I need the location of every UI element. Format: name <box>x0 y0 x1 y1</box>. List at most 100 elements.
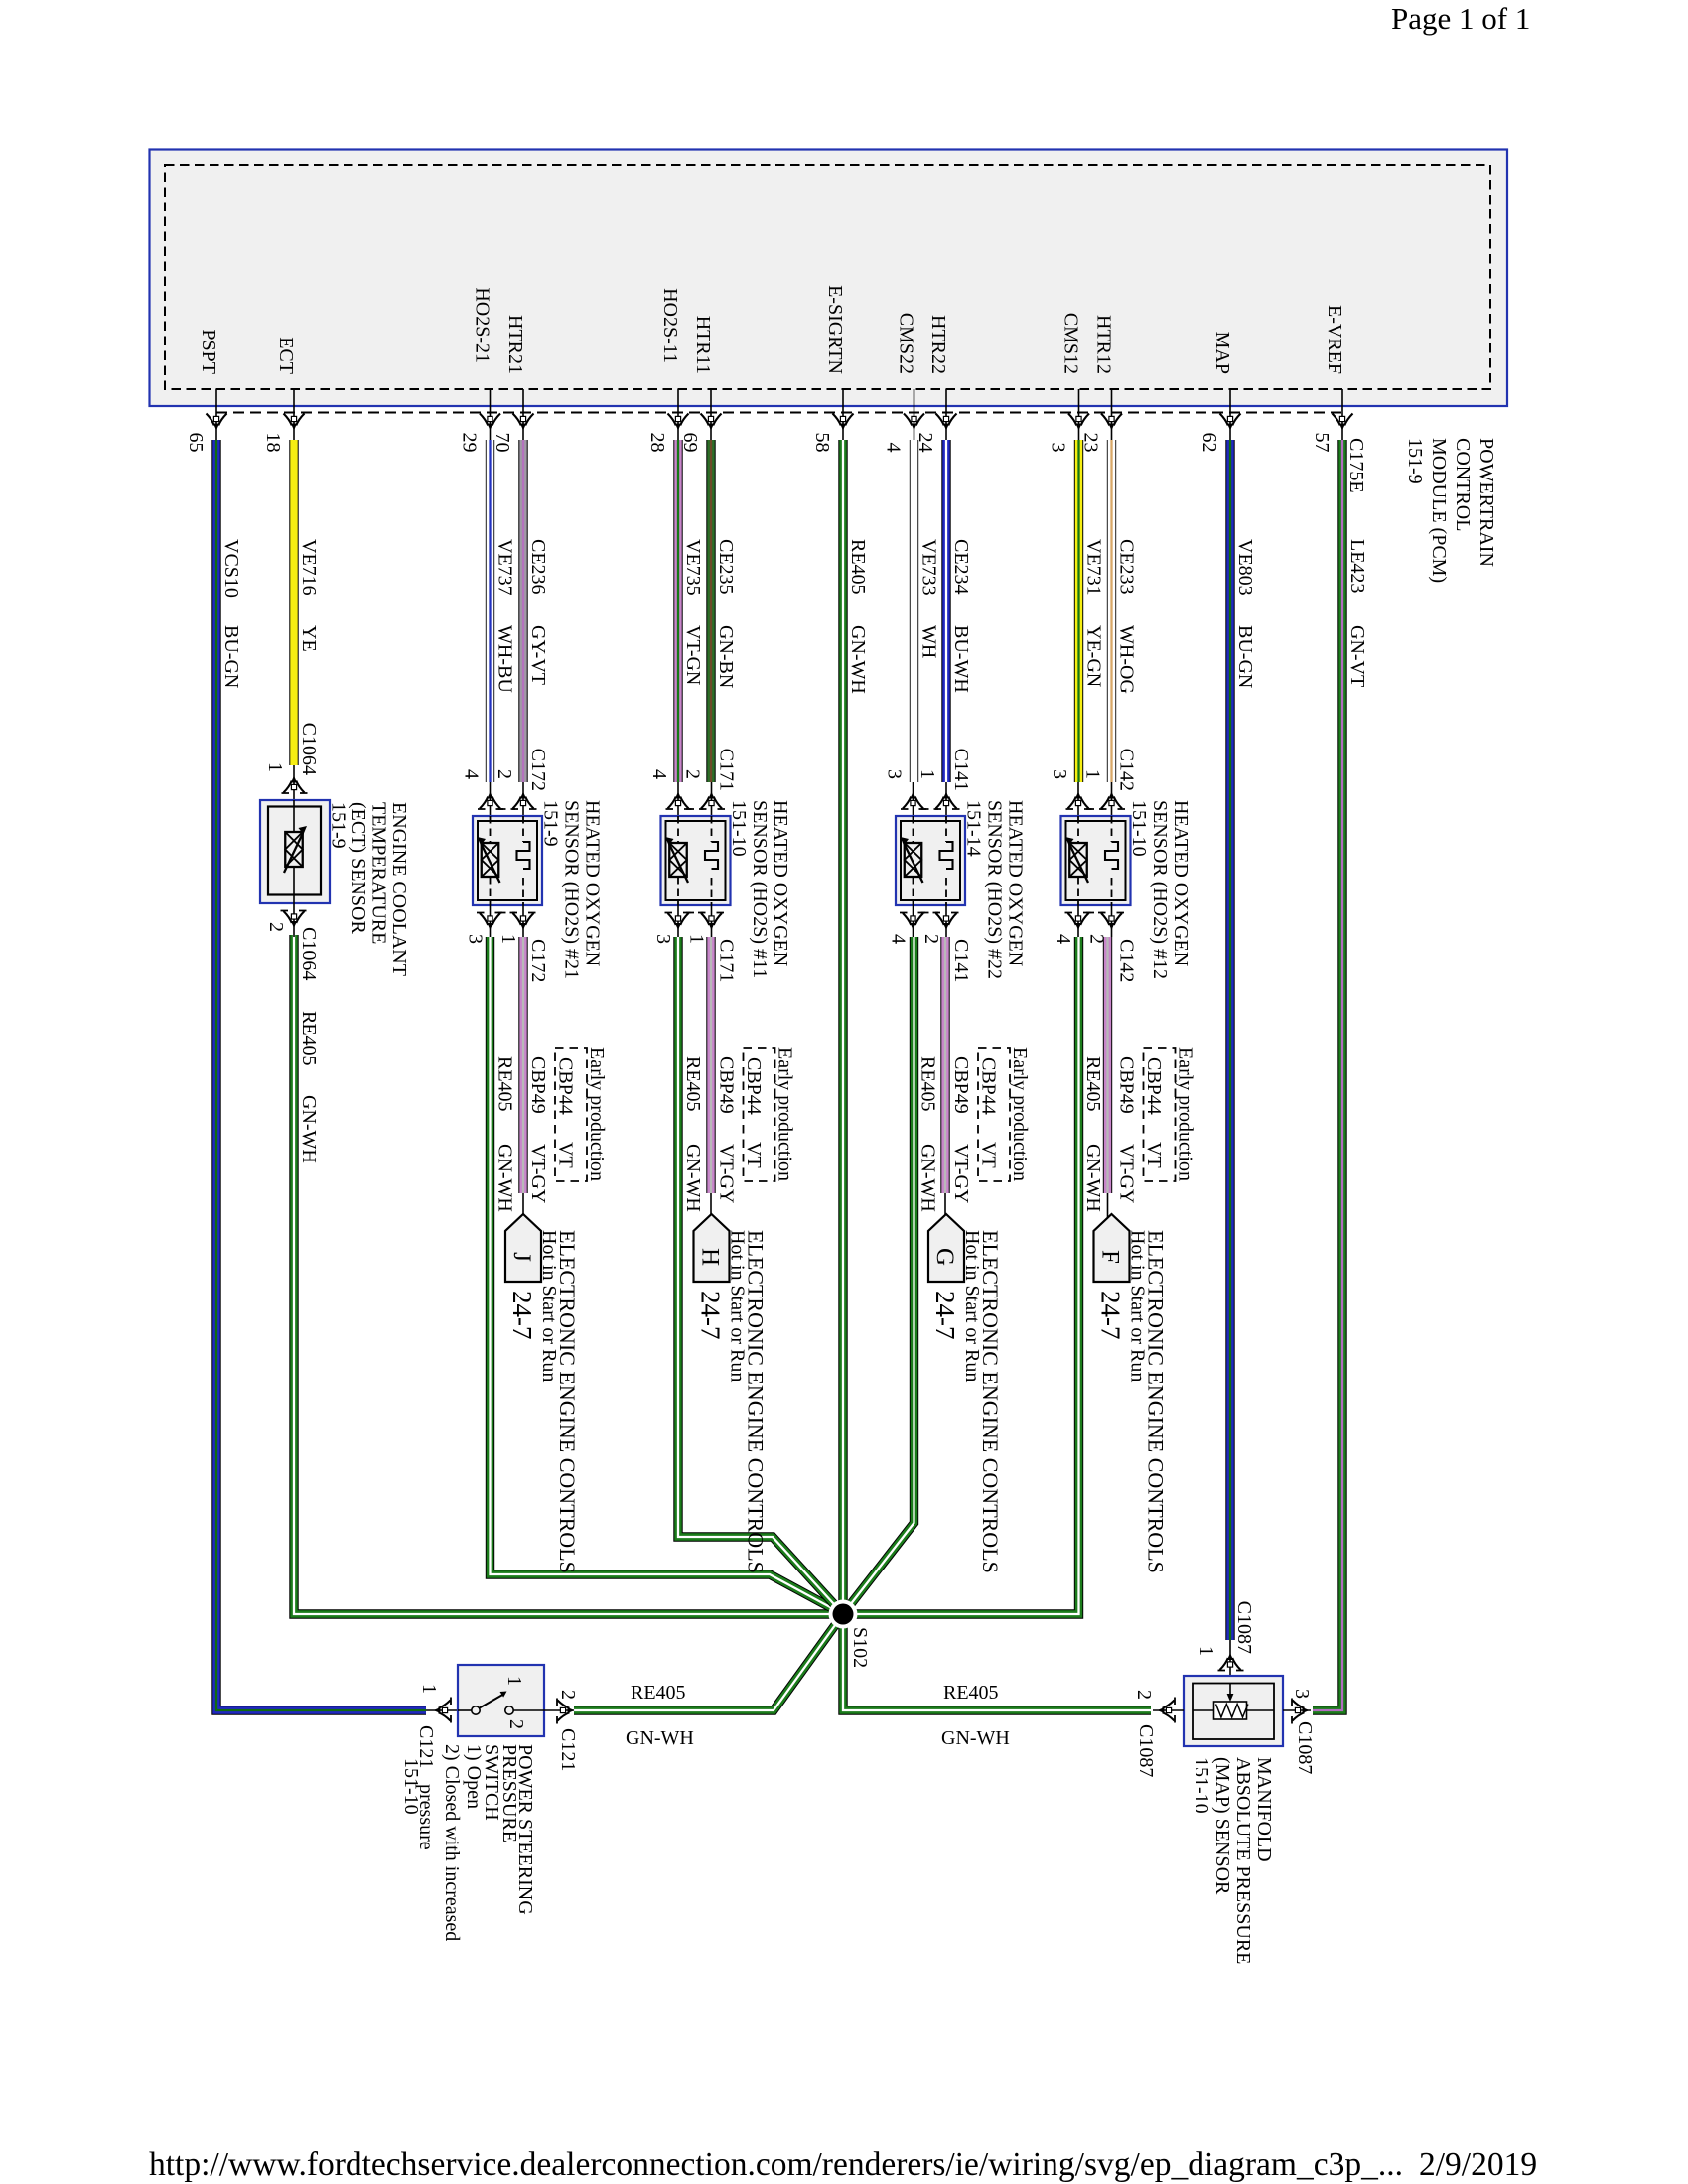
svg-text:151-10: 151-10 <box>728 800 750 857</box>
svg-text:151-9: 151-9 <box>328 802 350 849</box>
svg-text:C1087: C1087 <box>1294 1721 1316 1774</box>
svg-text:VCS10: VCS10 <box>220 539 242 598</box>
svg-text:151-10: 151-10 <box>400 1758 422 1815</box>
svg-text:VT: VT <box>555 1142 577 1168</box>
svg-text:Hot in Start or Run: Hot in Start or Run <box>727 1230 749 1382</box>
svg-text:Hot in Start or Run: Hot in Start or Run <box>538 1230 560 1382</box>
svg-text:ECT: ECT <box>275 337 297 374</box>
svg-text:CBP49: CBP49 <box>950 1056 972 1114</box>
svg-text:23: 23 <box>1080 433 1102 453</box>
svg-text:RE405: RE405 <box>917 1056 939 1112</box>
svg-text:WH-BU: WH-BU <box>494 625 516 693</box>
svg-text:HO2S-21: HO2S-21 <box>472 287 493 363</box>
svg-text:Page 1 of 1: Page 1 of 1 <box>1391 1 1530 36</box>
svg-text:4: 4 <box>461 769 483 779</box>
svg-text:VT-GY: VT-GY <box>950 1144 972 1203</box>
svg-text:CBP44: CBP44 <box>555 1057 577 1115</box>
svg-text:151-9: 151-9 <box>1404 438 1426 484</box>
svg-text:MODULE (PCM): MODULE (PCM) <box>1428 438 1450 583</box>
svg-text:RE405: RE405 <box>847 539 869 595</box>
svg-text:62: 62 <box>1198 433 1220 453</box>
svg-text:1: 1 <box>497 934 519 944</box>
svg-text:PRESSURE: PRESSURE <box>498 1744 520 1843</box>
svg-text:S102: S102 <box>849 1627 871 1668</box>
svg-text:3: 3 <box>1291 1689 1313 1699</box>
svg-text:SENSOR (HO2S) #21: SENSOR (HO2S) #21 <box>561 800 583 979</box>
svg-text:Hot in Start or Run: Hot in Start or Run <box>961 1230 983 1382</box>
svg-text:VT-GY: VT-GY <box>716 1144 738 1203</box>
svg-text:C171: C171 <box>716 939 738 982</box>
svg-text:ELECTRONIC ENGINE CONTROLS: ELECTRONIC ENGINE CONTROLS <box>1144 1230 1169 1573</box>
svg-text:3: 3 <box>465 934 487 944</box>
svg-text:HEATED OXYGEN: HEATED OXYGEN <box>582 800 604 966</box>
svg-text:2: 2 <box>265 922 287 932</box>
svg-text:C172: C172 <box>527 939 549 982</box>
svg-text:24-7: 24-7 <box>696 1291 726 1340</box>
svg-text:C1064: C1064 <box>298 927 320 980</box>
svg-text:HEATED OXYGEN: HEATED OXYGEN <box>770 800 791 966</box>
svg-text:Hot in Start or Run: Hot in Start or Run <box>1127 1230 1149 1382</box>
svg-text:C172: C172 <box>527 749 549 791</box>
svg-text:29: 29 <box>459 433 481 453</box>
svg-text:G: G <box>931 1248 958 1266</box>
svg-text:WH-OG: WH-OG <box>1116 625 1138 694</box>
svg-text:RE405: RE405 <box>631 1682 686 1704</box>
svg-text:C141: C141 <box>950 749 972 791</box>
svg-text:HO2S-11: HO2S-11 <box>659 288 681 363</box>
svg-text:H: H <box>697 1248 724 1266</box>
svg-text:GN-WH: GN-WH <box>626 1727 694 1749</box>
svg-text:LE423: LE423 <box>1346 539 1368 593</box>
svg-text:ELECTRONIC ENGINE CONTROLS: ELECTRONIC ENGINE CONTROLS <box>744 1230 769 1573</box>
svg-text:C175E: C175E <box>1345 438 1367 493</box>
svg-text:YE: YE <box>298 625 320 652</box>
svg-text:C141: C141 <box>950 939 972 982</box>
svg-text:PSPT: PSPT <box>198 329 219 374</box>
svg-text:ELECTRONIC ENGINE CONTROLS: ELECTRONIC ENGINE CONTROLS <box>555 1230 580 1573</box>
svg-text:2: 2 <box>505 1719 527 1729</box>
svg-text:BU-GN: BU-GN <box>220 625 242 688</box>
svg-text:(MAP) SENSOR: (MAP) SENSOR <box>1211 1757 1233 1895</box>
svg-text:24-7: 24-7 <box>507 1291 537 1340</box>
svg-text:http://www.fordtechservice.dea: http://www.fordtechservice.dealerconnect… <box>149 2146 1403 2183</box>
svg-text:POWERTRAIN: POWERTRAIN <box>1476 438 1497 567</box>
svg-text:CBP49: CBP49 <box>716 1056 738 1114</box>
svg-text:RE405: RE405 <box>494 1056 516 1112</box>
svg-text:3: 3 <box>884 769 906 779</box>
svg-text:4: 4 <box>1053 934 1074 944</box>
svg-text:Early production: Early production <box>774 1047 796 1181</box>
svg-text:CBP44: CBP44 <box>743 1057 765 1115</box>
svg-text:YE-GN: YE-GN <box>1083 625 1105 687</box>
svg-text:VE733: VE733 <box>918 539 940 596</box>
svg-text:C142: C142 <box>1116 939 1138 982</box>
svg-text:MANIFOLD: MANIFOLD <box>1253 1757 1275 1862</box>
svg-text:VT-GY: VT-GY <box>1116 1144 1138 1203</box>
svg-text:CBP49: CBP49 <box>527 1056 549 1114</box>
svg-text:HEATED OXYGEN: HEATED OXYGEN <box>1170 800 1192 966</box>
svg-text:1: 1 <box>264 762 286 772</box>
svg-text:CBP44: CBP44 <box>1143 1057 1165 1115</box>
svg-text:GN-WH: GN-WH <box>941 1727 1010 1749</box>
svg-text:151-10: 151-10 <box>1128 800 1150 857</box>
svg-text:151-10: 151-10 <box>1191 1757 1212 1814</box>
svg-text:24-7: 24-7 <box>1096 1291 1126 1340</box>
svg-text:GY-VT: GY-VT <box>527 625 549 685</box>
svg-text:CBP44: CBP44 <box>978 1057 1000 1115</box>
svg-text:C171: C171 <box>716 749 738 791</box>
svg-text:C142: C142 <box>1116 749 1138 791</box>
svg-text:ENGINE COOLANT: ENGINE COOLANT <box>388 802 410 976</box>
svg-text:GN-WH: GN-WH <box>1082 1144 1104 1212</box>
svg-text:TEMPERATURE: TEMPERATURE <box>368 802 390 944</box>
svg-text:57: 57 <box>1311 433 1333 453</box>
svg-text:3: 3 <box>1048 443 1069 453</box>
svg-text:HEATED OXYGEN: HEATED OXYGEN <box>1005 800 1027 966</box>
svg-text:E-SIGRTN: E-SIGRTN <box>824 285 846 374</box>
svg-text:4: 4 <box>648 769 670 779</box>
svg-text:GN-VT: GN-VT <box>1346 625 1368 687</box>
svg-text:HTR11: HTR11 <box>692 316 714 374</box>
svg-text:VT-GN: VT-GN <box>682 625 704 685</box>
svg-text:70: 70 <box>492 433 513 453</box>
svg-text:GN-WH: GN-WH <box>494 1144 516 1212</box>
svg-text:C121: C121 <box>415 1725 437 1768</box>
svg-text:2: 2 <box>682 769 704 779</box>
svg-text:C1087: C1087 <box>1135 1724 1157 1777</box>
